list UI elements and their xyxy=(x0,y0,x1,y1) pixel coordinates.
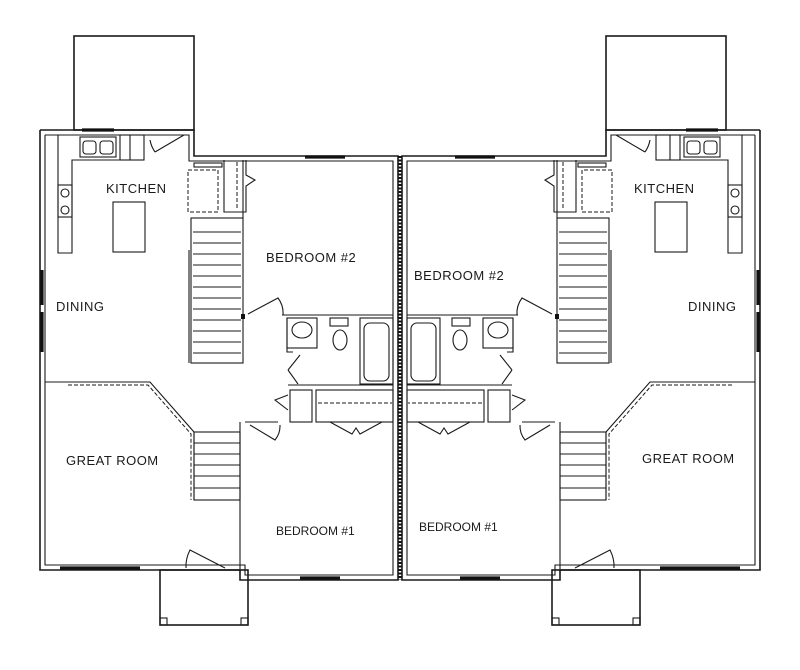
left-stairs-upper xyxy=(190,217,244,364)
left-toilet-icon xyxy=(332,329,348,351)
left-bedroom1-label: BEDROOM #1 xyxy=(276,524,355,538)
left-unit xyxy=(39,35,399,626)
left-front-door xyxy=(185,549,226,569)
left-dining-label: DINING xyxy=(56,299,105,314)
left-bedroom2-door xyxy=(247,297,284,316)
right-unit xyxy=(401,35,761,626)
left-bathtub-icon xyxy=(363,322,390,382)
right-front-porch xyxy=(551,569,641,626)
left-lavatory-icon xyxy=(291,321,313,339)
right-bedroom2-label: BEDROOM #2 xyxy=(414,268,504,283)
left-kitchen-island xyxy=(112,201,146,253)
right-kitchen-label: KITCHEN xyxy=(634,181,695,196)
right-rear-deck xyxy=(605,35,727,131)
left-linen-closet xyxy=(289,389,313,423)
left-front-porch xyxy=(159,569,249,626)
left-stairs-lower xyxy=(193,431,241,501)
right-bedroom1-label: BEDROOM #1 xyxy=(419,520,498,534)
left-cooktop-icon xyxy=(57,184,73,218)
left-great-room-label: GREAT ROOM xyxy=(66,453,159,468)
left-rear-door xyxy=(149,134,185,153)
left-sink-icon xyxy=(79,136,117,158)
left-bifold-door xyxy=(329,421,383,435)
right-great-room-label: GREAT ROOM xyxy=(642,451,735,466)
left-rear-deck xyxy=(73,35,195,131)
left-hall-closet xyxy=(315,389,394,423)
left-kitchen-label: KITCHEN xyxy=(106,181,167,196)
left-bedroom2-label: BEDROOM #2 xyxy=(266,250,356,265)
right-dining-label: DINING xyxy=(688,299,737,314)
left-refrigerator xyxy=(187,169,219,213)
left-bedroom1-door xyxy=(249,424,281,441)
